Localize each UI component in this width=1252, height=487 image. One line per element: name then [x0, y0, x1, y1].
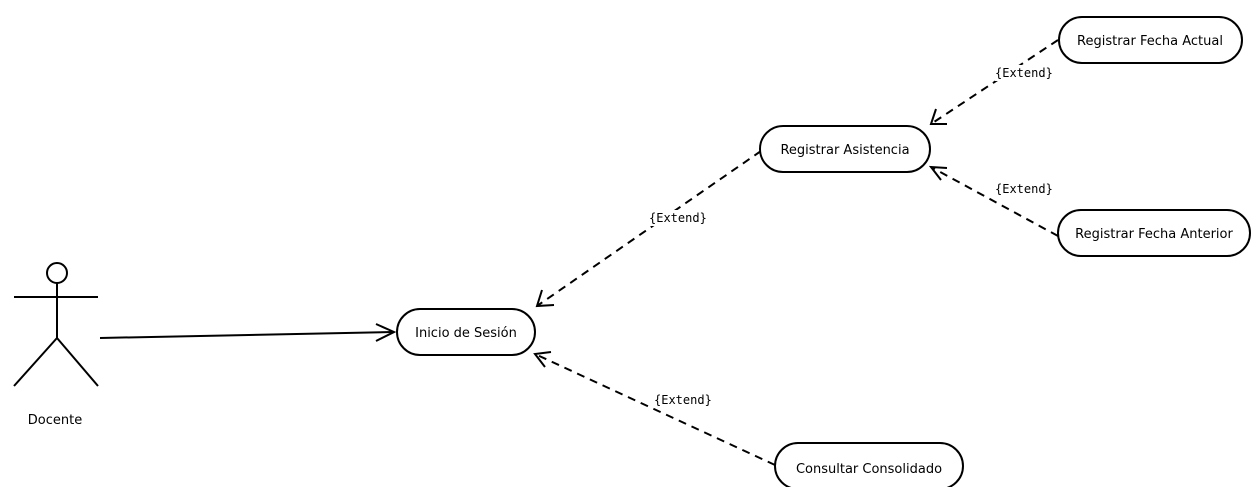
extend-arrowhead	[533, 351, 552, 368]
usecase-shape	[1058, 16, 1243, 64]
actor-left-leg	[13, 337, 58, 387]
association-line	[99, 331, 394, 339]
extend-label: {Extend}	[995, 182, 1053, 196]
usecase-inicio-sesion[interactable]: Inicio de Sesión	[396, 308, 536, 356]
extend-fecha-actual-to-asistencia[interactable]: {Extend}	[929, 39, 1073, 125]
usecase-registrar-asistencia[interactable]: Registrar Asistencia	[759, 125, 931, 173]
usecase-shape	[774, 442, 964, 487]
usecase-label: Inicio de Sesión	[415, 326, 517, 341]
actor-label: Docente	[28, 413, 82, 428]
usecase-shape	[1057, 209, 1251, 257]
usecase-consultar-consolidado[interactable]: Consultar Consolidado	[774, 442, 964, 487]
association-docente-inicio[interactable]	[99, 323, 397, 342]
extend-label: {Extend}	[649, 211, 707, 225]
actor-docente[interactable]: Docente	[13, 262, 99, 428]
extend-consolidado-to-inicio[interactable]: {Extend}	[533, 351, 776, 466]
extend-line	[930, 166, 1059, 237]
extend-line	[534, 353, 776, 466]
usecase-registrar-fecha-actual[interactable]: Registrar Fecha Actual	[1058, 16, 1243, 64]
actor-right-leg	[56, 337, 99, 387]
usecase-label: Registrar Asistencia	[780, 143, 909, 158]
extend-label: {Extend}	[654, 393, 712, 407]
extend-label: {Extend}	[995, 66, 1053, 80]
extend-fecha-anterior-to-asistencia[interactable]: {Extend}	[928, 165, 1073, 237]
usecase-shape	[759, 125, 931, 173]
extend-arrowhead	[929, 108, 947, 125]
extend-arrowhead	[535, 289, 555, 308]
usecase-registrar-fecha-anterior[interactable]: Registrar Fecha Anterior	[1057, 209, 1251, 257]
actor-head	[46, 262, 68, 284]
extend-asistencia-to-inicio[interactable]: {Extend}	[535, 150, 762, 308]
usecase-shape	[396, 308, 536, 356]
usecase-label: Registrar Fecha Anterior	[1075, 227, 1233, 242]
extend-line	[536, 150, 762, 307]
association-arrowhead	[375, 323, 397, 342]
usecase-label: Registrar Fecha Actual	[1077, 34, 1223, 49]
extend-arrowhead	[928, 165, 948, 181]
usecase-label: Consultar Consolidado	[796, 462, 942, 477]
extend-line	[930, 39, 1059, 125]
